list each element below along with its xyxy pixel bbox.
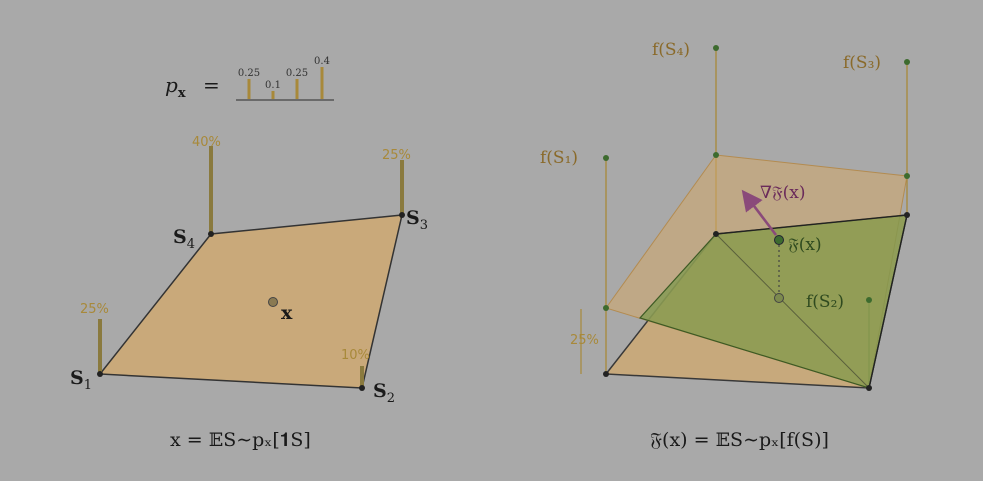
px-bar-label-3: 0.25 xyxy=(286,68,308,79)
px-symbol: p xyxy=(165,73,178,97)
gradient-arrow xyxy=(741,189,778,236)
f-s3-label: f(S₃) xyxy=(843,53,881,73)
px-bar-2 xyxy=(271,91,275,99)
s4-label: S4 xyxy=(173,226,195,252)
px-bar-label-4: 0.4 xyxy=(314,56,330,67)
weight-bar-s4 xyxy=(209,146,213,234)
px-bar-4 xyxy=(320,67,324,99)
s4-weight-label: 40% xyxy=(192,135,221,150)
weight-bar-s3 xyxy=(400,160,404,215)
px-bar-group: 0.25 0.1 0.25 0.4 xyxy=(238,56,330,99)
vertex-s2-dot xyxy=(359,385,365,391)
vertex-s1-dot xyxy=(97,371,103,377)
right-vertex-s3-dot xyxy=(904,212,910,218)
left-caption: x = 𝔼S∼pₓ[𝟏S] xyxy=(170,429,311,451)
px-label: px xyxy=(165,73,186,101)
vertex-weight-bars xyxy=(98,146,404,388)
s2-weight-label: 10% xyxy=(341,348,370,363)
s1-weight-label: 25% xyxy=(80,302,109,317)
s3-weight-label: 25% xyxy=(382,148,411,163)
f-s2-dot xyxy=(866,297,872,303)
point-x-dot xyxy=(268,297,278,307)
right-edge-diag xyxy=(715,233,870,389)
px-bar-label-1: 0.25 xyxy=(238,68,260,79)
f-s4-dot xyxy=(713,45,719,51)
weight-bar-s1 xyxy=(98,319,102,374)
point-x-label: x xyxy=(281,302,293,324)
px-bar-label-2: 0.1 xyxy=(265,80,281,91)
right-vertex-s2-dot xyxy=(866,385,872,391)
scale-marker-label: 25% xyxy=(570,333,599,348)
f-s3-dot xyxy=(904,59,910,65)
right-vertex-s4-dot xyxy=(713,231,719,237)
vertex-s4-dot xyxy=(208,231,214,237)
weight-bar-s2 xyxy=(360,366,364,388)
right-panel: 25% f(S₁) f(S₄) f(S₃) f(S₂) 𝔉(x) ∇𝔉(x) 𝔉… xyxy=(540,40,910,451)
s2-label: S2 xyxy=(373,380,395,406)
px-subscript: x xyxy=(178,86,186,101)
plane-dot-s1 xyxy=(603,305,609,311)
px-equals: = xyxy=(203,73,220,97)
fx-label: 𝔉(x) xyxy=(788,235,822,255)
f-s4-label: f(S₄) xyxy=(652,40,690,60)
f-s1-dot xyxy=(603,155,609,161)
plane-dot-s4 xyxy=(713,152,719,158)
plane-dot-s3 xyxy=(904,173,910,179)
px-bar-3 xyxy=(295,79,299,99)
s1-label: S1 xyxy=(70,367,92,393)
gradient-label: ∇𝔉(x) xyxy=(760,183,805,203)
vertex-s3-dot xyxy=(399,212,405,218)
f-s2-label: f(S₂) xyxy=(806,292,844,312)
right-vertex-s1-dot xyxy=(603,371,609,377)
right-point-x-dot xyxy=(774,293,784,303)
right-caption: 𝔉(x) = 𝔼S∼pₓ[f(S)] xyxy=(650,429,829,451)
s3-label: S3 xyxy=(406,207,428,233)
f-s1-label: f(S₁) xyxy=(540,148,578,168)
fx-point-dot xyxy=(774,235,784,245)
left-panel: px = 0.250.10.250.4 25% 10% 25% 40% S1 S… xyxy=(70,56,428,451)
px-bar-1 xyxy=(247,79,251,99)
